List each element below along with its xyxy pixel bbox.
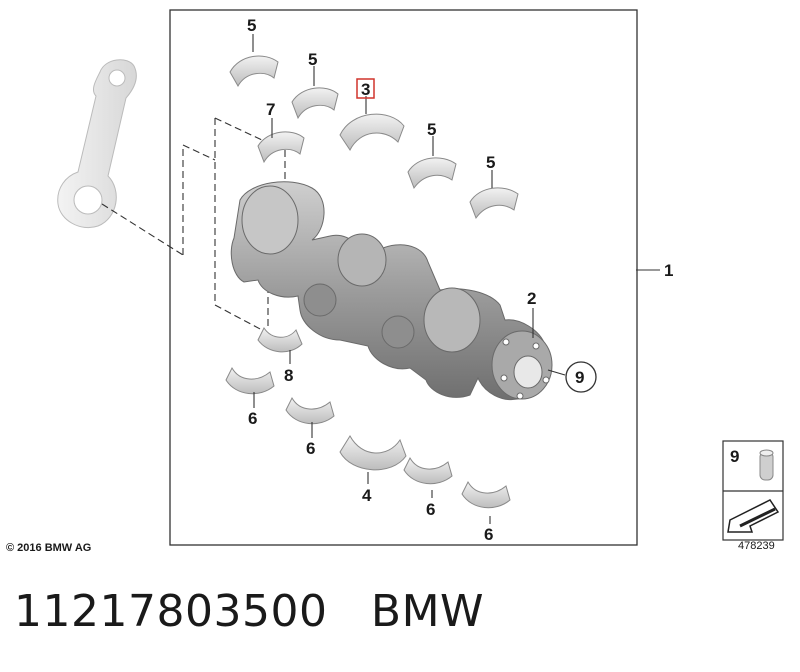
callout-9: 9 bbox=[575, 368, 584, 387]
legend-number: 9 bbox=[730, 447, 739, 466]
callout-1: 1 bbox=[664, 261, 673, 280]
callout-5: 5 bbox=[308, 50, 317, 69]
arrow-icon bbox=[727, 499, 780, 533]
callout-7: 7 bbox=[266, 100, 275, 119]
callout-6: 6 bbox=[248, 409, 257, 428]
callout-9-circle bbox=[565, 361, 597, 393]
connecting-rod bbox=[57, 59, 137, 228]
part-number-line: 11217803500 BMW bbox=[14, 586, 485, 637]
pin-icon bbox=[759, 449, 774, 481]
leader-lines bbox=[252, 34, 660, 524]
diagram-frame bbox=[169, 9, 638, 546]
legend-box: 9 bbox=[722, 440, 784, 541]
callout-5: 5 bbox=[427, 120, 436, 139]
callout-6: 6 bbox=[426, 500, 435, 519]
reference-number: 478239 bbox=[738, 540, 775, 552]
callout-8: 8 bbox=[284, 366, 293, 385]
crankshaft bbox=[230, 181, 553, 400]
callout-6: 6 bbox=[306, 439, 315, 458]
copyright-text: © 2016 BMW AG bbox=[6, 542, 92, 554]
callout-2: 2 bbox=[527, 289, 536, 308]
bearing-shells-upper bbox=[229, 55, 519, 220]
callout-5: 5 bbox=[247, 16, 256, 35]
callout-5: 5 bbox=[486, 153, 495, 172]
callout-3-highlight bbox=[356, 78, 375, 99]
callout-3: 3 bbox=[361, 80, 370, 99]
bearing-shells-lower bbox=[225, 327, 511, 509]
callout-4: 4 bbox=[362, 486, 372, 505]
callout-6: 6 bbox=[484, 525, 493, 544]
